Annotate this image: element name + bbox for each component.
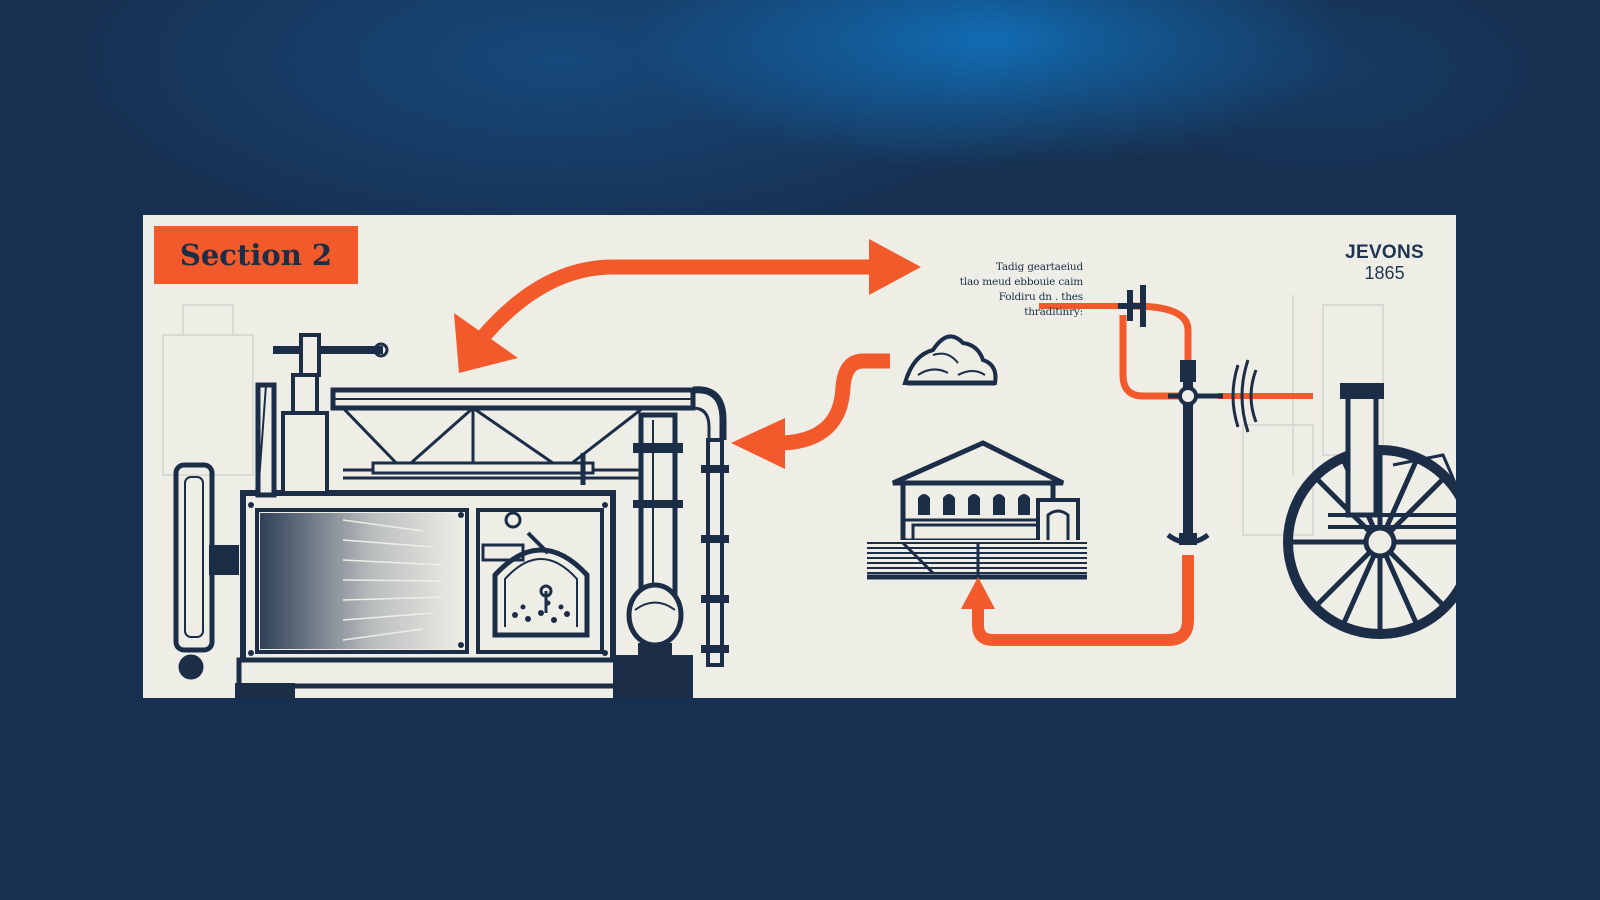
- faint-background-sketch: [162, 295, 1384, 536]
- building-illustration: [867, 440, 1087, 580]
- caption-line: tlao meud ebbouie caim: [959, 276, 1083, 288]
- arrow-head-engine: [731, 418, 785, 469]
- arrow-head-right: [869, 239, 921, 295]
- section-badge: Section 2: [154, 226, 358, 284]
- arrow-head-left-down: [454, 313, 518, 373]
- author-name: JEVONS: [1345, 242, 1424, 263]
- steam-engine-illustration: [173, 333, 729, 698]
- author-credit: JEVONS 1865: [1345, 242, 1424, 283]
- arrow-top-curve: [477, 259, 873, 342]
- arrow-coal-to-engine: [782, 353, 890, 451]
- section-label: Section 2: [179, 238, 333, 272]
- flow-arrows: [454, 239, 921, 469]
- diagram-caption: Tadig geartaeiud tlao meud ebbouie caim …: [923, 260, 1083, 320]
- caption-line: Foldiru dn . thes: [998, 291, 1083, 303]
- author-year: 1865: [1364, 262, 1405, 283]
- pipe-valve-system: [961, 285, 1313, 646]
- caption-line: Tadig geartaeiud: [995, 261, 1083, 273]
- wheeled-machine-illustration: [1283, 383, 1456, 639]
- coal-pile-illustration: [902, 334, 998, 386]
- diagram-canvas: [162, 239, 1456, 698]
- diagram-panel: Section 2 Tadig geartaeiud tlao meud ebb…: [143, 215, 1456, 698]
- caption-line: thraditinry:: [1024, 306, 1083, 318]
